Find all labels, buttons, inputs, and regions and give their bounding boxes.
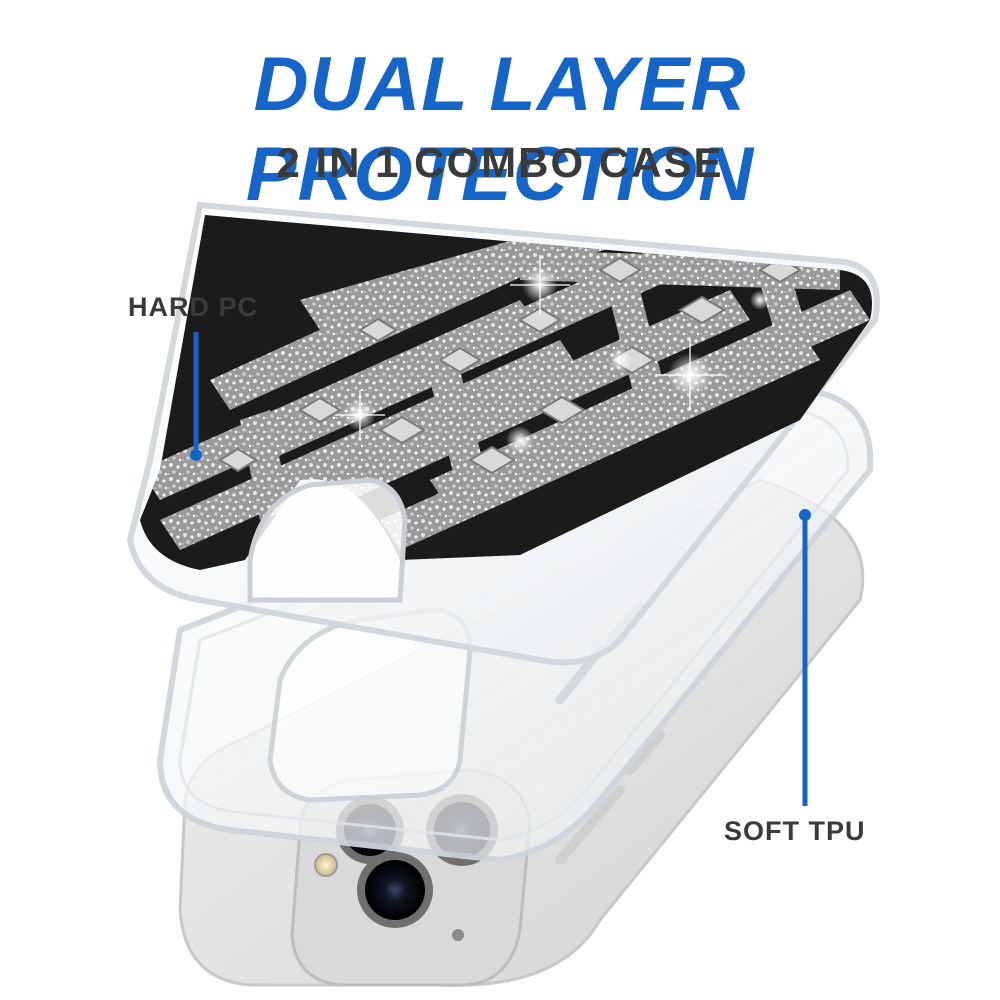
headline: DUAL LAYER PROTECTION <box>245 42 755 217</box>
soft-tpu-callout-line <box>799 509 811 806</box>
soft-tpu-label: SOFT TPU <box>724 816 866 846</box>
hard-pc-callout-line <box>190 332 202 461</box>
subheadline: 2 IN 1 COMBO CASE <box>276 139 724 186</box>
hard-pc-case <box>126 201 880 666</box>
hard-pc-label: HARD PC <box>128 292 259 322</box>
